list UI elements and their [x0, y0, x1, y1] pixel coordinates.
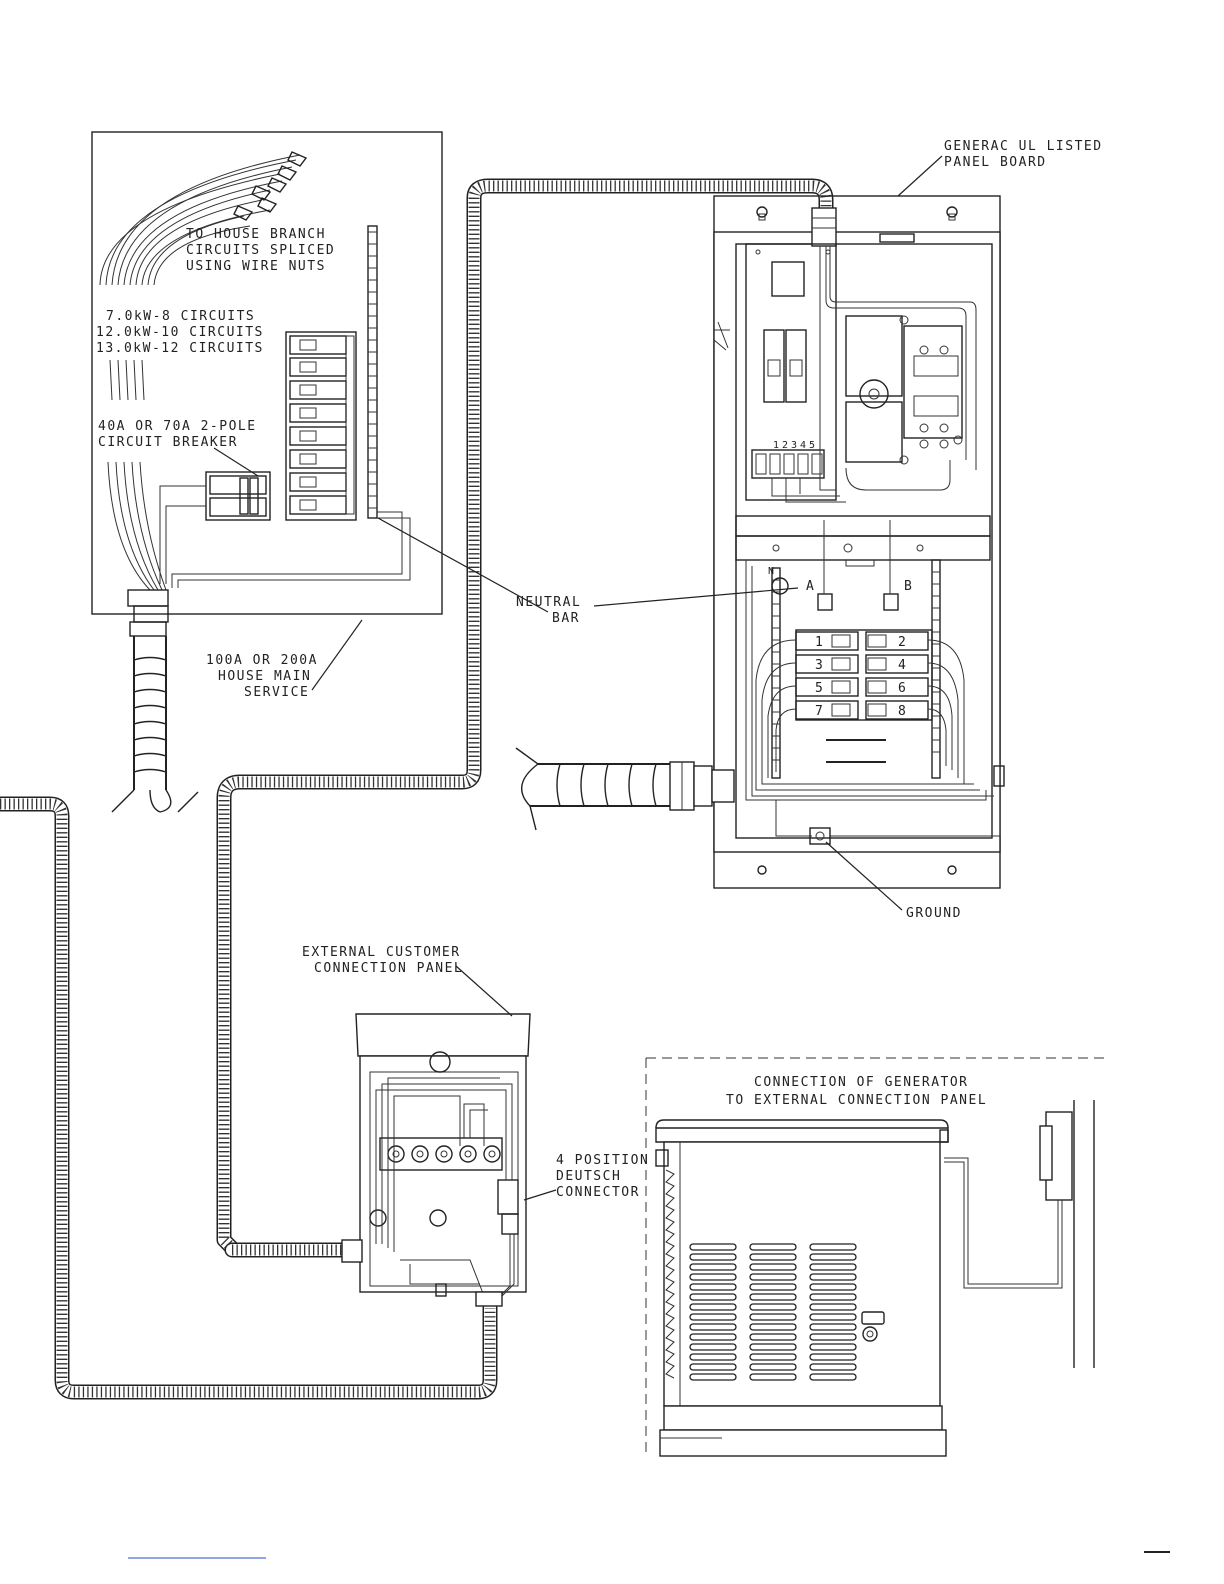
label-customer-panel: EXTERNAL CUSTOMER CONNECTION PANEL — [302, 945, 463, 976]
label-generator-connection-line1: CONNECTION OF GENERATOR — [754, 1075, 969, 1090]
breaker-position-3: 3 — [815, 658, 824, 673]
leader-lines — [213, 155, 943, 1201]
breaker-position-4: 4 — [898, 658, 907, 673]
panel-breakers: 1 2 3 4 5 6 7 8 — [795, 629, 933, 763]
house-breaker-stack — [285, 331, 357, 521]
neutral-bar — [367, 225, 378, 519]
customer-connection-panel — [341, 1013, 531, 1307]
breaker-feed-wires — [159, 485, 411, 588]
label-neutral-bar-line2: BAR — [552, 611, 580, 626]
feed-conduit-fitting — [515, 747, 735, 831]
label-circuits-line3: 13.0kW-12 CIRCUITS — [96, 341, 264, 356]
terminal-number-4: 4 — [800, 440, 806, 451]
house-conduit-stub — [111, 589, 199, 813]
label-customer-panel-line2: CONNECTION PANEL — [314, 961, 463, 976]
bus-label-b: B — [904, 579, 913, 594]
breaker-position-7: 7 — [815, 704, 824, 719]
label-panel-board-line1: GENERAC UL LISTED — [944, 139, 1103, 154]
label-neutral-bar: NEUTRAL BAR — [516, 595, 581, 626]
label-panel-board-line2: PANEL BOARD — [944, 155, 1047, 170]
label-house-branch-line2: CIRCUITS SPLICED — [186, 243, 335, 258]
conduit-generator-loop — [0, 796, 498, 1400]
label-ground: GROUND — [906, 906, 962, 921]
label-generator-connection: CONNECTION OF GENERATOR TO EXTERNAL CONN… — [726, 1075, 987, 1108]
label-deutsch: 4 POSITION DEUTSCH CONNECTOR — [556, 1153, 649, 1200]
terminal-number-3: 3 — [791, 440, 797, 451]
two-pole-breaker — [205, 471, 271, 521]
breaker-position-5: 5 — [815, 681, 824, 696]
generator-unit — [655, 1119, 949, 1457]
label-house-branch-line1: TO HOUSE BRANCH — [186, 227, 326, 242]
label-main-service-line3: SERVICE — [244, 685, 309, 700]
label-main-service-line2: HOUSE MAIN — [218, 669, 311, 684]
breaker-position-8: 8 — [898, 704, 907, 719]
label-neutral-bar-line1: NEUTRAL — [516, 595, 581, 610]
wall-connection-box — [944, 1100, 1095, 1368]
generator-detail — [645, 1057, 1106, 1457]
wire-nut-icon — [233, 151, 308, 221]
label-breaker-line1: 40A OR 70A 2-POLE — [98, 419, 257, 434]
label-main-service-line1: 100A OR 200A — [206, 653, 318, 668]
generator-vents — [689, 1243, 857, 1381]
conduit-house-to-panelboard — [216, 178, 834, 1256]
house-main-panel — [91, 131, 443, 615]
label-circuits: 7.0kW-8 CIRCUITS 12.0kW-10 CIRCUITS 13.0… — [96, 309, 264, 356]
label-house-branch: TO HOUSE BRANCH CIRCUITS SPLICED USING W… — [186, 227, 335, 274]
breaker-position-6: 6 — [898, 681, 907, 696]
terminal-number-2: 2 — [782, 440, 788, 451]
label-circuits-line1: 7.0kW-8 CIRCUITS — [106, 309, 255, 324]
generac-panel-board: 1 2 3 4 5 — [713, 195, 1005, 889]
breaker-position-1: 1 — [815, 635, 824, 650]
label-circuits-line2: 12.0kW-10 CIRCUITS — [96, 325, 264, 340]
label-customer-panel-line1: EXTERNAL CUSTOMER — [302, 945, 461, 960]
bus-label-n: N — [768, 566, 774, 577]
label-deutsch-line1: 4 POSITION — [556, 1153, 649, 1168]
label-house-branch-line3: USING WIRE NUTS — [186, 259, 326, 274]
label-main-service: 100A OR 200A HOUSE MAIN SERVICE — [206, 653, 318, 700]
terminal-number-5: 5 — [809, 440, 815, 451]
label-deutsch-line3: CONNECTOR — [556, 1185, 640, 1200]
breaker-position-2: 2 — [898, 635, 907, 650]
label-generator-connection-line2: TO EXTERNAL CONNECTION PANEL — [726, 1093, 987, 1108]
label-panel-board: GENERAC UL LISTED PANEL BOARD — [944, 139, 1103, 170]
branch-wires — [99, 154, 301, 591]
bus-label-a: A — [806, 579, 815, 594]
label-breaker-line2: CIRCUIT BREAKER — [98, 435, 238, 450]
terminal-number-1: 1 — [773, 440, 779, 451]
label-breaker: 40A OR 70A 2-POLE CIRCUIT BREAKER — [98, 419, 257, 450]
label-deutsch-line2: DEUTSCH — [556, 1169, 621, 1184]
